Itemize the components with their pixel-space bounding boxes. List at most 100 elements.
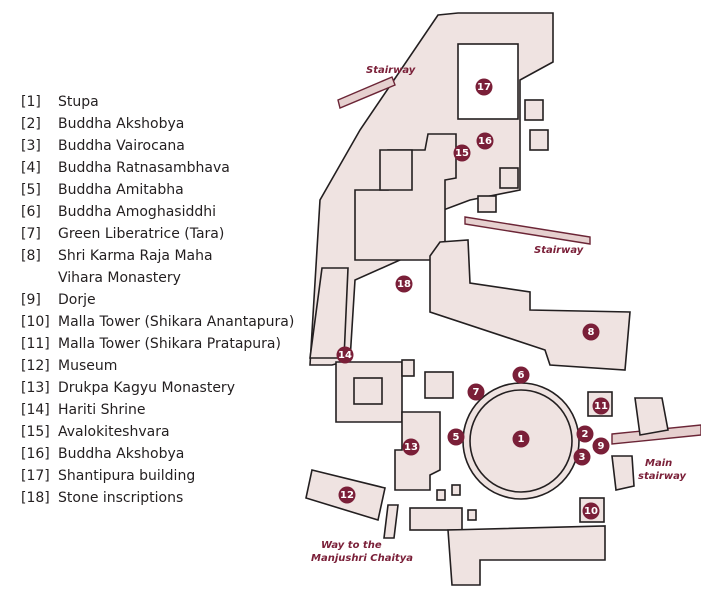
- map-legend: [1] Stupa [2] Buddha Akshobya [3]Buddha Vair…: [21, 91, 294, 509]
- map-marker-5: [447, 428, 465, 446]
- legend-item: [9] Dorje: [21, 289, 294, 311]
- main-stairway: [611, 424, 701, 445]
- map-marker-label: 7: [473, 387, 480, 398]
- hariti-inner: [353, 377, 383, 405]
- legend-text: Malla Tower (Shikara Pratapura): [58, 336, 281, 352]
- south-building: [447, 525, 606, 586]
- legend-item: [4]Buddha Ratnasambhava: [21, 157, 294, 179]
- legend-number: [8]: [21, 248, 41, 264]
- tiny-structure-1: [451, 484, 461, 496]
- map-marker-label: 11: [594, 401, 608, 412]
- legend-item: [17]Shantipura building: [21, 465, 294, 487]
- legend-item: [12] Museum: [21, 355, 294, 377]
- tiny-structure-3: [436, 489, 446, 501]
- map-marker-label: 8: [588, 327, 595, 338]
- small-hut-1: [401, 359, 415, 377]
- main-stairway-label-1: Main: [645, 458, 672, 469]
- legend-number: [10]: [21, 314, 50, 330]
- legend-item: [3]Buddha Vairocana: [21, 135, 294, 157]
- legend-text: Buddha Amitabha: [58, 182, 184, 198]
- legend-text: Shantipura building: [58, 468, 196, 484]
- avalokiteshvara-complex: [354, 133, 457, 261]
- map-marker-label: 2: [582, 429, 589, 440]
- legend-text: Buddha Akshobya: [58, 116, 185, 132]
- map-marker-label: 6: [518, 370, 525, 381]
- map-marker-14: [336, 346, 354, 364]
- legend-item: [16] Buddha Akshobya: [21, 443, 294, 465]
- small-shrine-2: [529, 129, 549, 151]
- small-shrine-4: [477, 195, 497, 213]
- stairway-top-label: Stairway: [366, 65, 416, 76]
- legend-item: [2] Buddha Akshobya: [21, 113, 294, 135]
- map-marker-2: [576, 425, 594, 443]
- legend-item: [15]Avalokiteshvara: [21, 421, 294, 443]
- map-marker-3: [573, 448, 591, 466]
- map-marker-15: [453, 144, 471, 162]
- legend-number: [2]: [21, 116, 41, 132]
- legend-item: [13]Drukpa Kagyu Monastery: [21, 377, 294, 399]
- map-marker-6: [512, 366, 530, 384]
- map-marker-label: 17: [477, 82, 491, 93]
- legend-text: Hariti Shrine: [58, 402, 146, 418]
- map-marker-9: [592, 437, 610, 455]
- legend-item: [8] Shri Karma Raja Maha: [21, 245, 294, 267]
- manjushri-label-2: Manjushri Chaitya: [311, 553, 413, 564]
- map-marker-17: [475, 78, 493, 96]
- vihara-monastery: [429, 239, 631, 371]
- map-marker-7: [467, 383, 485, 401]
- legend-item: [7] Green Liberatrice (Tara): [21, 223, 294, 245]
- legend-text: Museum: [58, 358, 118, 374]
- legend-text: Stupa: [58, 94, 99, 110]
- map-marker-12: [338, 486, 356, 504]
- tiny-structure-2: [467, 509, 477, 521]
- legend-text: Stone inscriptions: [58, 490, 184, 506]
- east-building-1: [634, 397, 669, 436]
- map-marker-10: [582, 502, 600, 520]
- map-marker-label: 13: [404, 442, 418, 453]
- legend-number: [11]: [21, 336, 50, 352]
- legend-text: Malla Tower (Shikara Anantapura): [58, 314, 295, 330]
- main-stairway-label-2: stairway: [638, 471, 687, 482]
- legend-number: [7]: [21, 226, 41, 242]
- legend-number: [5]: [21, 182, 41, 198]
- legend-item-continuation: Vihara Monastery: [21, 267, 294, 289]
- legend-number: [3]: [21, 138, 41, 154]
- legend-number: [4]: [21, 160, 41, 176]
- legend-number: [12]: [21, 358, 50, 374]
- legend-number: [1]: [21, 94, 41, 110]
- legend-number: [9]: [21, 292, 41, 308]
- legend-item: [6]Buddha Amoghasiddhi: [21, 201, 294, 223]
- map-marker-18: [395, 275, 413, 293]
- map-marker-label: 18: [397, 279, 411, 290]
- legend-number: [14]: [21, 402, 50, 418]
- map-marker-label: 12: [340, 490, 354, 501]
- stairway-mid: [464, 216, 591, 245]
- map-marker-label: 14: [338, 350, 352, 361]
- legend-item: [18]Stone inscriptions: [21, 487, 294, 509]
- south-shed: [409, 507, 463, 531]
- legend-text: Dorje: [58, 292, 96, 308]
- small-shrine-3: [499, 167, 519, 189]
- stairway-top: [337, 76, 396, 109]
- map-marker-8: [582, 323, 600, 341]
- legend-text: Vihara Monastery: [58, 270, 181, 286]
- legend-text: Shri Karma Raja Maha: [58, 248, 213, 264]
- legend-text: Buddha Amoghasiddhi: [58, 204, 216, 220]
- legend-item: [5] Buddha Amitabha: [21, 179, 294, 201]
- east-building-2: [611, 455, 635, 491]
- map-marker-label: 3: [579, 452, 586, 463]
- legend-text: Green Liberatrice (Tara): [58, 226, 225, 242]
- manjushri-label-1: Way to the: [321, 540, 382, 551]
- legend-item: [1] Stupa: [21, 91, 294, 113]
- map-marker-16: [476, 132, 494, 150]
- avalokiteshvara-annex: [379, 149, 413, 191]
- legend-number: [13]: [21, 380, 50, 396]
- legend-text: Buddha Akshobya: [58, 446, 185, 462]
- legend-number: [16]: [21, 446, 50, 462]
- manjushri-path: [383, 504, 399, 539]
- legend-item: [14] Hariti Shrine: [21, 399, 294, 421]
- legend-item: [11] Malla Tower (Shikara Pratapura): [21, 333, 294, 355]
- map-marker-13: [402, 438, 420, 456]
